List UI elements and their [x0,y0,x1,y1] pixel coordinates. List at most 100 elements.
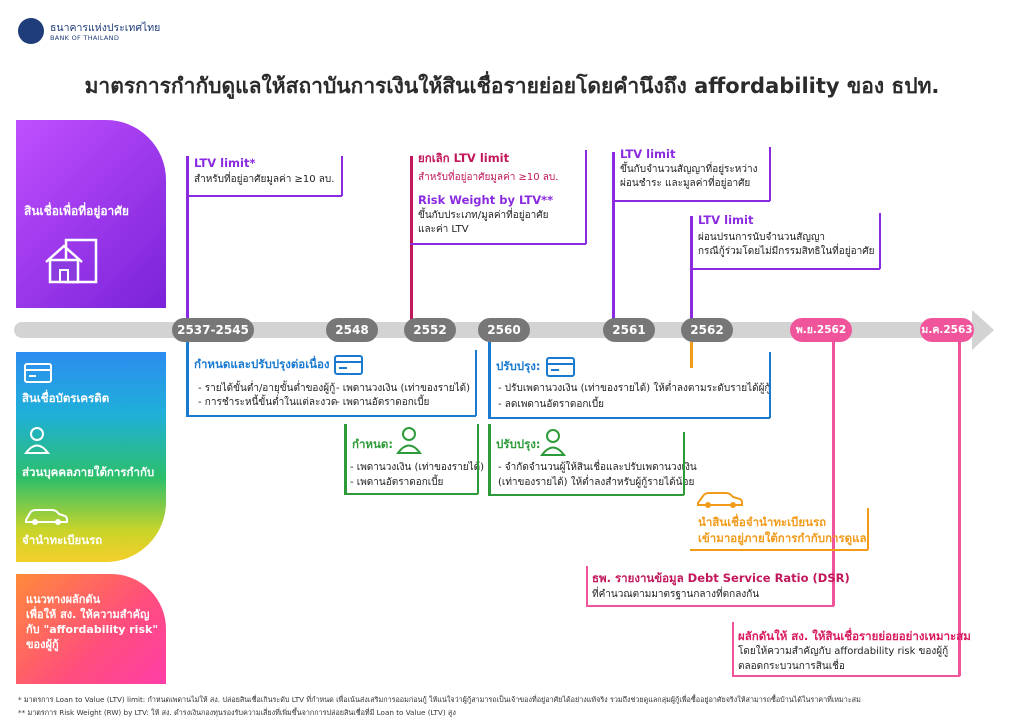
credit-card-label: สินเชื่อบัตรเครดิต [22,391,110,405]
connector-nov2562 [832,338,835,606]
guideline-line-4: ของผู้กู้ [26,638,59,651]
card-text-a: ขึ้นกับจำนวนสัญญาที่อยู่ระหว่าง [620,164,758,175]
card-underline [612,200,770,202]
card-line: - เพดานอัตราดอกเบี้ย [336,397,430,408]
car-title-loan-label: จำนำทะเบียนรถ [22,533,103,547]
card-title: LTV limit* [194,156,256,170]
card-bracket [477,424,479,494]
car-title-card-line2: เข้ามาอยู่ภายใต้การกำกับการดูแล [698,531,867,545]
card-title: กำหนด: [352,437,393,451]
personal-loan-2548-card: กำหนด: [352,436,393,454]
card-title: ยกเลิก LTV limit [418,151,510,165]
consumer-loan-panel [16,352,166,562]
card-underline [344,493,478,495]
card-text-b: กรณีกู้ร่วมโดยไม่มีกรรมสิทธิในที่อยู่อาศ… [698,246,875,257]
card-line: - เพดานวงเงิน (เท่าของรายได้) [336,383,471,394]
card-underline [488,417,770,419]
card-line: - รายได้ขั้นต่ำ/อายุขั้นต่ำของผู้กู้ [198,383,336,394]
year-2562: 2562 [681,318,733,342]
connector-2548-bottom [344,424,347,494]
connector-2560-green [488,424,491,494]
card-bracket [683,432,685,495]
car-icon [697,492,743,508]
logo-english-text: BANK OF THAILAND [50,34,120,42]
date-nov-2562: พ.ย.2562 [790,318,852,342]
credit-card-icon [24,363,52,383]
person-money-icon [540,429,566,456]
footnote-2: ** มาตรการ Risk Weight (RW) by LTV: ให้ … [18,708,456,717]
card-bracket [769,147,771,201]
credit-card-icon [546,357,575,377]
guideline-card-line1: โดยให้ความสำคัญกับ affordability risk ขอ… [738,646,949,657]
card-line: - เพดานอัตราดอกเบี้ย [350,477,444,488]
card-title: กำหนดและปรับปรุงต่อเนื่อง [194,357,330,371]
card-underline [586,605,834,607]
guideline-line-1: แนวทางผลักดัน [26,593,101,606]
card-title: ปรับปรุง: [496,359,541,373]
card-underline [732,675,960,677]
ltv-limit-card-2537: LTV limit* สำหรับที่อยู่อาศัยมูลค่า ≥10 … [194,156,334,187]
card-underline [690,549,868,551]
guideline-line-2: เพื่อให้ สง. ให้ความสำคัญ [26,608,150,621]
house-icon [45,238,98,284]
logo-thai-text: ธนาคารแห่งประเทศไทย [50,22,161,34]
card-underline [690,268,880,270]
card-title: LTV limit [620,147,676,161]
guideline-card-title: ผลักดันให้ สง. ให้สินเชื่อรายย่อยอย่างเห… [738,629,971,643]
guideline-text: แนวทางผลักดัน เพื่อให้ สง. ให้ความสำคัญ … [26,592,161,652]
connector-2537 [186,156,189,322]
car-icon [25,509,68,525]
card-text-2a: ขึ้นกับประเภท/มูลค่าที่อยู่อาศัย [418,210,549,221]
guideline-card-line2: ตลอดกระบวนการสินเชื่อ [738,661,845,672]
card-text-2b: และค่า LTV [418,224,469,235]
page-title: มาตรการกำกับดูแลให้สถาบันการเงินให้สินเช… [84,74,940,98]
credit-card-2560-card: ปรับปรุง: [496,358,540,376]
card-bracket [586,566,588,606]
bot-logo-icon [18,18,44,44]
ltv-limit-card-2561: LTV limit ขึ้นกับจำนวนสัญญาที่อยู่ระหว่า… [620,147,758,191]
year-2548: 2548 [326,318,378,342]
year-2560: 2560 [478,318,530,342]
connector-2552 [410,156,413,322]
card-line: - ลดเพดานอัตราดอกเบี้ย [498,399,605,410]
card-text: สำหรับที่อยู่อาศัยมูลค่า ≥10 ลบ. [418,172,559,183]
personal-loan-label: ส่วนบุคคลภายใต้การกำกับ [22,465,155,479]
personal-loan-icon [24,427,50,454]
card-line: - ปรับเพดานวงเงิน (เท่าของรายได้) ให้ต่ำ… [498,383,771,394]
housing-loan-label: สินเชื่อเพื่อที่อยู่อาศัย [24,204,129,218]
connector-2561 [612,152,615,322]
timeline-arrowhead [972,310,994,350]
card-underline [186,415,476,417]
ltv-cancel-card-2552: ยกเลิก LTV limit สำหรับที่อยู่อาศัยมูลค่… [418,150,558,237]
card-bracket [769,352,771,418]
card-title-2: Risk Weight by LTV** [418,193,554,207]
card-text-a: ผ่อนปรนการนับจำนวนสัญญา [698,232,826,243]
card-bracket [341,156,343,196]
card-line: - เพดานวงเงิน (เท่าของรายได้) [350,462,485,473]
connector-jan2563 [958,338,961,676]
personal-loan-2560-card: ปรับปรุง: [496,436,540,454]
ltv-limit-card-2562: LTV limit ผ่อนปรนการนับจำนวนสัญญา กรณีกู… [698,213,874,259]
card-line: (เท่าของรายได้) ให้ต่ำลงสำหรับผู้กู้รายไ… [498,477,695,488]
guideline-line-3: กับ "affordability risk" [26,623,159,636]
credit-card-measure-card: กำหนดและปรับปรุงต่อเนื่อง [194,356,330,374]
card-bracket [475,350,477,416]
connector-2537-bottom [186,338,189,416]
car-title-card-line1: นำสินเชื่อจำนำทะเบียนรถ [698,515,827,529]
guideline-panel [16,574,166,684]
housing-loan-panel [16,120,166,308]
card-title: ปรับปรุง: [496,437,541,451]
year-2552: 2552 [404,318,456,342]
connector-2560-blue [488,338,491,418]
card-underline [410,243,586,245]
person-money-icon [396,427,422,454]
connector-2562-bottom [690,338,693,368]
card-underline [186,195,342,197]
card-title: LTV limit [698,213,754,227]
card-line: - การชำระหนี้ขั้นต่ำในแต่ละงวด [198,397,338,408]
footnote-1: * มาตรการ Loan to Value (LTV) limit: กำห… [18,695,861,704]
credit-card-icon [334,355,363,375]
card-text: สำหรับที่อยู่อาศัยมูลค่า ≥10 ลบ. [194,174,335,185]
card-underline [488,494,684,496]
card-bracket [585,150,587,244]
